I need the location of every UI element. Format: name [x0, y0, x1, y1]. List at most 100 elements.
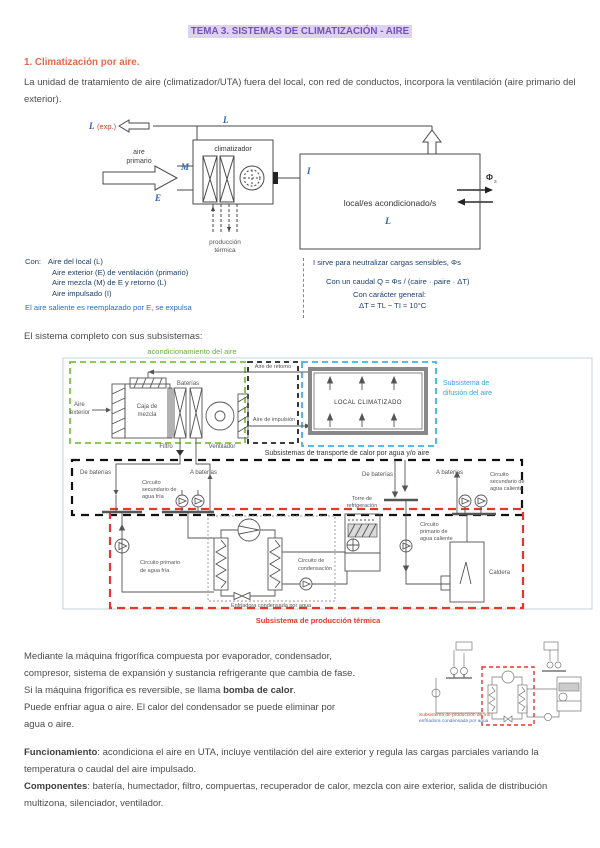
diffusion-arrows: [326, 375, 398, 427]
label-torre-2: refrigeración: [347, 503, 378, 509]
pump-icon: [431, 688, 441, 698]
notes-footer: El aire saliente es reemplazado por E, s…: [25, 303, 192, 312]
paragraph-line: Mediante la máquina frigorífica compuest…: [24, 651, 332, 662]
pump-icon: [399, 539, 413, 553]
label-caja-mezcla-1: Caja de: [137, 404, 158, 410]
label-aire-retorno: Aire de retorno: [255, 364, 291, 370]
bold-term: Componentes: [24, 781, 88, 792]
notes-line: Aire impulsado (I): [52, 288, 112, 298]
label-sec-fria-3: agua fría: [142, 494, 165, 500]
label-sec-fria-1: Circuito: [142, 480, 161, 486]
system-diagram: acondicionamiento del aire Aire ext: [62, 347, 593, 625]
label-caja-mezcla-2: mezcla: [137, 412, 157, 418]
label-prim-fria-1: Circuito primario: [140, 560, 180, 566]
compressor-icon: [501, 670, 515, 684]
uta-schematic: L (exp.) L climatizador aire primario M …: [88, 115, 497, 254]
label-condensacion-2: condensación: [298, 566, 332, 572]
label-duct-l: L: [222, 115, 229, 125]
pump-icon: [175, 494, 189, 508]
notes-line: Con carácter general:: [353, 290, 427, 299]
pump-icon: [544, 713, 552, 721]
label-de-baterias-izq: De baterías: [80, 470, 111, 476]
label-phi-sub: s: [494, 179, 497, 185]
section-heading: 1. Climatización por aire.: [24, 57, 140, 68]
transporte-agua-box: [70, 458, 524, 517]
label-local-climatizado: LOCAL CLIMATIZADO: [334, 400, 402, 406]
label-prim-fria-2: de agua fría: [140, 568, 170, 574]
mini-caption-line-2: enfriadora condensada por agua: [419, 719, 489, 725]
tower-fan-icon: [558, 692, 568, 702]
label-sec-cal-1: Circuito: [490, 472, 509, 478]
label-prim-cal-3: agua caliente: [420, 536, 453, 542]
componentes-paragraph: Componentes: batería, humectador, filtro…: [24, 781, 548, 809]
fan-icon: [205, 401, 235, 431]
label-ventilador: Ventilador: [209, 444, 236, 450]
label-condensacion-1: Circuito de: [298, 558, 324, 564]
notes-divider: [303, 258, 304, 318]
label-de-baterias-der: De baterías: [362, 472, 393, 478]
notes-right-block: I sirve para neutralizar cargas sensible…: [313, 258, 585, 311]
label-caldera: Caldera: [489, 570, 511, 576]
notes-line: ΔT = TL − TI ≈ 10°C: [359, 300, 427, 310]
label-difusion-2: difusión del aire: [443, 390, 492, 397]
pump-icon: [114, 538, 130, 554]
pump-icon: [191, 494, 205, 508]
label-produccion-termica: Subsistema de producción térmica: [256, 616, 381, 625]
caldera-box: [449, 541, 485, 603]
label-aire-exterior-1: Aire: [74, 402, 85, 408]
transporte-aire-box: [247, 361, 299, 444]
bold-term: bomba de calor: [223, 684, 294, 696]
label-difusion-1: Subsistema de: [443, 380, 489, 387]
bold-term: Funcionamiento: [24, 747, 98, 758]
label-produccion-2: térmica: [214, 247, 236, 254]
label-phi: Φ: [486, 172, 493, 182]
notes-line: Aire exterior (E) de ventilación (primar…: [52, 267, 189, 277]
label-transporte: Subsistemas de transporte de calor por a…: [265, 450, 430, 457]
label-torre-1: Torre de: [352, 496, 372, 502]
label-e: E: [154, 193, 161, 203]
mini-line-art: [431, 641, 582, 723]
notes-line: I sirve para neutralizar cargas sensible…: [313, 258, 461, 267]
paragraph-line: agua o aire.: [24, 718, 75, 730]
paragraph-line: Si la máquina frigorífica es reversible,…: [24, 684, 296, 696]
page-title: TEMA 3. SISTEMAS DE CLIMATIZACIÓN - AIRE: [0, 25, 600, 38]
mini-production-diagram: [431, 641, 582, 726]
uta-unit-art: [92, 369, 311, 495]
label-aire-exterior-2: exterior: [70, 410, 90, 416]
exhaust-arrow-icon: [118, 119, 150, 133]
label-aire-primario-2: primario: [126, 158, 151, 165]
label-sec-fria-2: secundario de: [142, 487, 177, 493]
water-circuits-art: [102, 460, 496, 603]
acondicionamiento-box: [69, 361, 246, 444]
fridge-paragraph: Mediante la máquina frigorífica compuest…: [24, 649, 436, 734]
pump-icon: [299, 577, 313, 591]
label-a-baterias-der: A baterías: [436, 470, 463, 476]
label-local-l: L: [384, 217, 391, 227]
label-aire-primario-1: aire: [133, 149, 145, 156]
label-sec-cal-2: secundario de: [490, 479, 525, 485]
mini-caption-line-1: Subsistema de producción de frío: [419, 713, 491, 718]
label-aire-impulsion: Aire de impulsión: [253, 417, 295, 423]
label-enfriadora: Enfriadora condensada por agua: [231, 603, 312, 609]
label-m: M: [180, 162, 190, 172]
funcionamiento-paragraph: Funcionamiento: acondiciona el aire en U…: [24, 747, 539, 775]
label-baterias: Baterías: [177, 381, 199, 387]
chiller-box: [207, 515, 336, 602]
label-local: local/es acondicionado/s: [344, 198, 437, 208]
produccion-box: [108, 507, 525, 610]
thermal-lines: [212, 204, 238, 234]
notes-left-block: Con:Aire del local (L) Aire exterior (E)…: [25, 257, 297, 314]
label-prim-cal-2: primario de: [420, 529, 448, 535]
intro-paragraph: La unidad de tratamiento de aire (climat…: [24, 77, 576, 105]
paragraph-line: compresor, sistema de expansión y sustan…: [24, 667, 356, 679]
notes-line: Aire mezcla (M) de E y retorno (L): [52, 278, 167, 287]
paragraph-line: Puede enfriar agua o aire. El calor del …: [24, 701, 336, 713]
label-prim-cal-1: Circuito: [420, 522, 439, 528]
label-filtro: Filtro: [159, 444, 173, 450]
primary-air-arrow-icon: [102, 165, 179, 191]
uta-line-art: [102, 119, 493, 250]
mini-caption: Subsistema de producción de frío enfriad…: [419, 713, 519, 726]
fan-icon: [239, 165, 265, 191]
label-exhaust-exp: (exp.): [97, 122, 117, 131]
difusion-box: [301, 361, 437, 447]
